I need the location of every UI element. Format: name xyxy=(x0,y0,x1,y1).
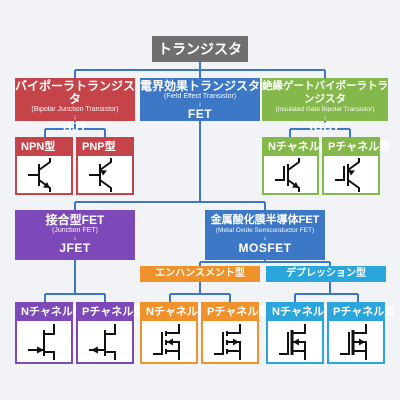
jfet-box: 接合型FET (Junction FET) ↓ JFET xyxy=(15,210,135,260)
dep-p-symbol-icon xyxy=(329,321,383,362)
mosfet-abbr: MOSFET xyxy=(238,241,292,255)
igbt-box: 絶縁ゲートバイポーラトランジスタ (Insulated Gate Bipolar… xyxy=(262,78,388,134)
dep-n-card: Nチャネル型 xyxy=(266,302,335,364)
enh-n-label: Nチャネル型 xyxy=(142,304,209,321)
bjt-arrow: ↓ xyxy=(73,114,77,121)
npn-symbol-icon xyxy=(17,156,71,193)
bjt-name: バイポーラトランジスタ xyxy=(15,79,136,106)
jfet-english: (Junction FET) xyxy=(52,227,98,234)
fet-name: 電界効果トランジスタ xyxy=(140,79,261,93)
jfet-n-card: Nチャネル型 xyxy=(15,302,84,364)
igbt-abbr: IGBT xyxy=(309,120,341,134)
dep-n-symbol-icon xyxy=(268,321,322,362)
mosfet-box: 金属酸化膜半導体FET (Metal Oxide Semiconductor F… xyxy=(205,210,325,260)
fet-abbr: FET xyxy=(187,107,213,121)
jfet-p-label: Pチャネル型 xyxy=(78,304,144,321)
dep-p-label: Pチャネル型 xyxy=(329,304,395,321)
fet-english: (Field Effect Transistor) xyxy=(163,93,237,100)
igbt-name: 絶縁ゲートバイポーラトランジスタ xyxy=(262,80,388,105)
dep-n-label: Nチャネル型 xyxy=(268,304,335,321)
bjt-abbr: BJT xyxy=(62,120,88,134)
fet-box: 電界効果トランジスタ (Field Effect Transistor) ↓ F… xyxy=(140,78,260,121)
enh-p-symbol-icon xyxy=(203,321,257,362)
npn-label: NPN型 xyxy=(17,139,71,156)
mosfet-name: 金属酸化膜半導体FET xyxy=(210,214,320,226)
igbt-n-symbol-icon xyxy=(264,156,317,193)
jfet-p-card: Pチャネル型 xyxy=(76,302,144,364)
jfet-p-symbol-icon xyxy=(78,321,132,362)
enh-n-symbol-icon xyxy=(142,321,196,362)
enh-p-card: Pチャネル型 xyxy=(201,302,269,364)
dep-p-card: Pチャネル型 xyxy=(327,302,395,364)
root-box: トランジスタ xyxy=(152,36,248,62)
mosfet-english: (Metal Oxide Semiconductor FET) xyxy=(215,227,315,234)
jfet-name: 接合型FET xyxy=(45,213,105,227)
igbt-n-card: Nチャネル型 xyxy=(262,137,331,195)
depletion-header: デプレッション型 xyxy=(266,266,386,282)
npn-card: NPN型 xyxy=(15,137,73,195)
mosfet-arrow: ↓ xyxy=(263,235,267,242)
enh-p-label: Pチャネル型 xyxy=(203,304,269,321)
jfet-arrow: ↓ xyxy=(73,235,77,242)
jfet-abbr: JFET xyxy=(59,241,91,255)
enh-n-card: Nチャネル型 xyxy=(140,302,209,364)
pnp-card: PNP型 xyxy=(76,137,134,195)
bjt-box: バイポーラトランジスタ (Bipolar Junction Transistor… xyxy=(15,78,136,134)
igbt-p-card: Pチャネル型 xyxy=(322,137,390,195)
igbt-p-label: Pチャネル型 xyxy=(324,139,390,156)
jfet-n-symbol-icon xyxy=(17,321,71,362)
bjt-english: (Bipolar Junction Transistor) xyxy=(31,106,119,113)
igbt-english: (Insulated Gate Bipolar Transistor) xyxy=(275,106,375,113)
pnp-symbol-icon xyxy=(78,156,132,193)
pnp-label: PNP型 xyxy=(78,139,132,156)
jfet-n-label: Nチャネル型 xyxy=(17,304,84,321)
igbt-n-label: Nチャネル型 xyxy=(264,139,331,156)
igbt-p-symbol-icon xyxy=(324,156,378,193)
igbt-arrow: ↓ xyxy=(323,114,327,121)
enhancement-header: エンハンスメント型 xyxy=(140,266,260,282)
fet-arrow: ↓ xyxy=(198,101,202,108)
